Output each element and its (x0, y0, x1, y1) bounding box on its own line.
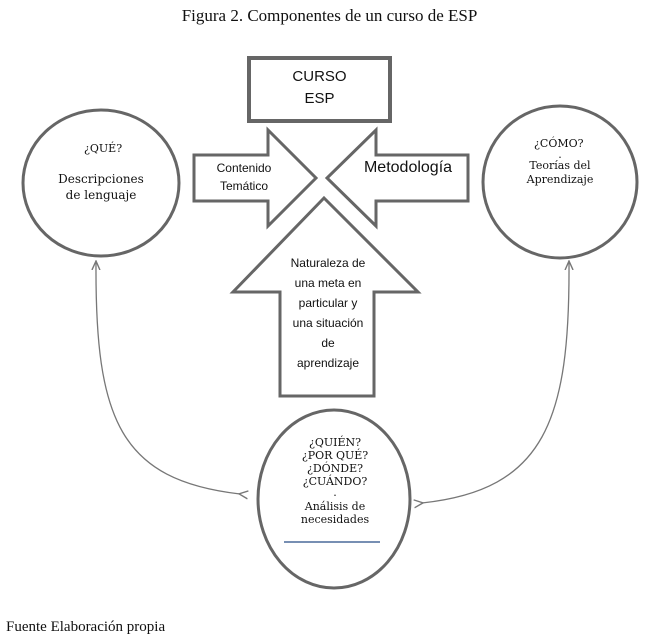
quien-dot: . (333, 486, 337, 499)
quien-line1: Análisis de (304, 500, 366, 513)
como-line1: Teorías del (529, 159, 591, 172)
como-line2: Aprendizaje (526, 173, 594, 186)
quien-q2: ¿POR QUÉ? (301, 449, 369, 462)
que-line2: de lenguaje (65, 188, 137, 202)
connector-como-to-quien (422, 262, 569, 503)
naturaleza-line2: una meta en (294, 276, 362, 290)
quien-line2: necesidades (300, 513, 370, 526)
como-circle-label: ¿CÓMO? . Teorías del Aprendizaje (500, 137, 620, 187)
contenido-line1: Contenido (216, 161, 272, 175)
como-dot: . (558, 148, 562, 161)
que-circle-label: ¿QUÉ? Descripciones de lenguaje (30, 141, 172, 204)
naturaleza-line4: una situación (292, 316, 364, 330)
quien-q1: ¿QUIÉN? (308, 436, 362, 449)
que-circle (21, 108, 181, 258)
naturaleza-line6: aprendizaje (296, 356, 360, 370)
naturaleza-arrow-label: Naturaleza de una meta en particular y u… (277, 253, 379, 373)
como-circle (481, 104, 639, 260)
quien-q4: ¿CUÁNDO? (302, 475, 368, 488)
curso-line1: CURSO (292, 68, 347, 85)
connector-que-to-quien (96, 262, 240, 494)
curso-box (247, 56, 392, 123)
quien-q3: ¿DÓNDE? (306, 462, 364, 475)
contenido-arrow (192, 126, 319, 230)
metodologia-arrow-label: Metodología (363, 159, 453, 176)
naturaleza-line3: particular y (298, 296, 358, 310)
contenido-arrow-label: Contenido Temático (200, 159, 288, 195)
figure-source-note: Fuente Elaboración propia (6, 619, 166, 635)
quien-circle (256, 408, 412, 590)
naturaleza-line1: Naturaleza de (290, 256, 366, 270)
quien-circle-label: ¿QUIÉN? ¿POR QUÉ? ¿DÓNDE? ¿CUÁNDO? . Aná… (280, 436, 390, 526)
que-line1: Descripciones (58, 172, 144, 186)
contenido-line2: Temático (219, 179, 269, 193)
que-question: ¿QUÉ? (84, 142, 123, 155)
como-question: ¿CÓMO? (534, 137, 584, 150)
figure-title: Figura 2. Componentes de un curso de ESP (181, 6, 478, 25)
naturaleza-line5: de (321, 336, 335, 350)
curso-box-label: CURSO ESP (249, 66, 390, 110)
metodologia-arrow (324, 126, 470, 230)
curso-line2: ESP (304, 90, 335, 107)
